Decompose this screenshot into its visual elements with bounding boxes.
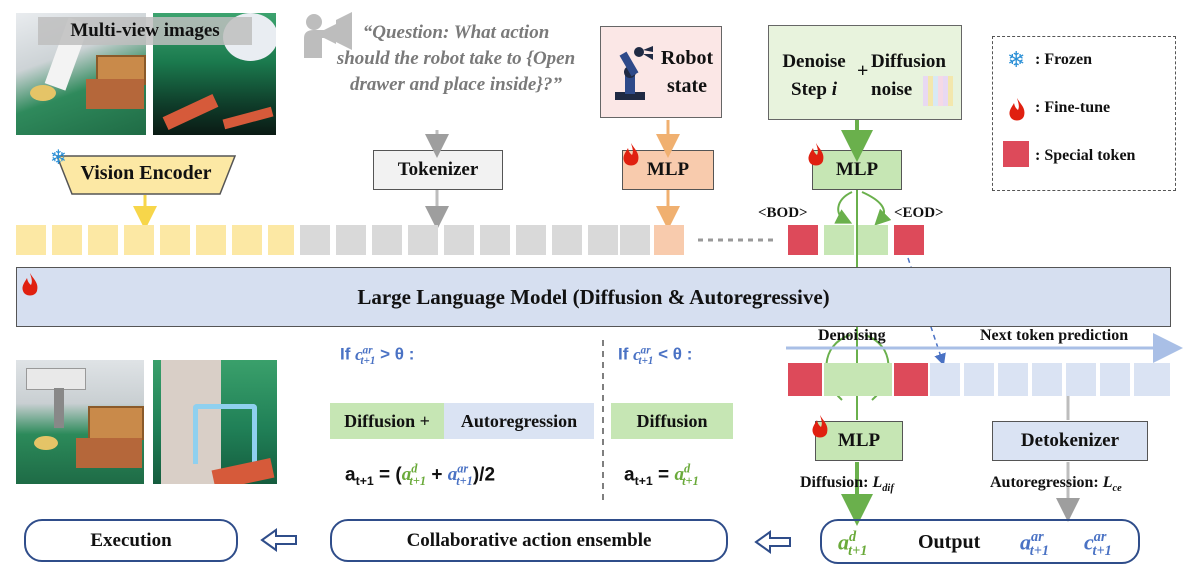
formula-diffusion: at+1 = adt+1: [624, 462, 699, 489]
legend-finetune: : Fine-tune: [1035, 99, 1111, 116]
ar-token: [1032, 363, 1062, 396]
text-token: [552, 225, 582, 255]
legend-special: : Special token: [1035, 147, 1136, 164]
legend-box: ❄ : Frozen : Fine-tune : Special token: [992, 36, 1176, 191]
output-ad: adt+1: [838, 529, 868, 559]
ar-token: [1100, 363, 1130, 396]
eod-token: [894, 225, 924, 255]
text-token: [372, 225, 402, 255]
diffusion-noise-label: Diffusion noise: [871, 51, 946, 100]
speaker-icon: [304, 12, 352, 58]
autoregression-part: Autoregression: [444, 403, 594, 439]
vision-token: [88, 225, 118, 255]
plus-sign: +: [857, 60, 869, 82]
text-token: [480, 225, 510, 255]
output-label: Output: [918, 531, 981, 553]
denoise-token: [858, 363, 892, 396]
text-token: [588, 225, 618, 255]
eod-token: [894, 363, 928, 396]
ar-token: [930, 363, 960, 396]
denoise-token: [858, 225, 888, 255]
snowflake-icon: ❄: [1007, 47, 1026, 72]
condition-gt: If cart+1 > θ :: [340, 344, 415, 368]
text-token: [336, 225, 366, 255]
ar-token: [1066, 363, 1096, 396]
autoregression-loss: Autoregression: Lce: [990, 474, 1122, 495]
text-token: [620, 225, 650, 255]
ar-token: [1134, 363, 1170, 396]
robot-state-box: Robot state: [600, 26, 722, 118]
vision-encoder-snowflake-icon: ❄: [50, 147, 67, 169]
vision-encoder-shape: [56, 155, 236, 195]
ar-token: [998, 363, 1028, 396]
output-car: cart+1: [1084, 529, 1112, 559]
llm-label: Large Language Model (Diffusion & Autore…: [357, 284, 830, 309]
vision-encoder-label: Vision Encoder: [80, 162, 212, 184]
noise-patch: [923, 76, 953, 106]
denoising-label: Denoising: [818, 327, 886, 344]
diffusion-loss: Diffusion: Ldif: [800, 474, 894, 495]
llm-bar: Large Language Model (Diffusion & Autore…: [16, 267, 1171, 327]
denoise-box: Denoise Step i + Diffusion noise: [768, 25, 962, 120]
vision-token: [268, 225, 294, 255]
text-token: [444, 225, 474, 255]
denoise-token: [824, 225, 854, 255]
bod-token: [788, 363, 822, 396]
legend-frozen: : Frozen: [1035, 51, 1093, 68]
bod-label: <BOD>: [758, 205, 808, 221]
denoise-step-label: Denoise Step i: [782, 51, 846, 100]
robot-arm-icon: [615, 46, 653, 100]
robot-state-label: Robot state: [660, 47, 714, 97]
collab-box: Collaborative action ensemble: [330, 519, 728, 562]
output-aar: aart+1: [1020, 529, 1049, 559]
diffusion-only-box: Diffusion: [611, 403, 733, 439]
mlp-denoise-flame-icon: [808, 143, 824, 166]
mlp-output-box: MLP: [815, 421, 903, 461]
execution-box: Execution: [24, 519, 238, 562]
next-token-label: Next token prediction: [980, 327, 1129, 344]
mlp-output-flame-icon: [812, 415, 828, 438]
mlp-robot-flame-icon: [623, 143, 639, 166]
bod-token: [788, 225, 818, 255]
diffusion-autoreg-box: Diffusion + Autoregression: [330, 403, 594, 439]
tokenizer-box: Tokenizer: [373, 150, 503, 190]
vision-token: [124, 225, 154, 255]
denoise-token: [824, 363, 858, 396]
text-token: [300, 225, 330, 255]
vision-token: [160, 225, 190, 255]
special-token-swatch: [1003, 141, 1029, 167]
eod-label: <EOD>: [894, 205, 944, 221]
llm-flame-icon: [22, 273, 38, 296]
vision-token: [196, 225, 226, 255]
robot-state-token: [654, 225, 684, 255]
formula-average: at+1 = (adt+1 + aart+1)/2: [345, 462, 496, 489]
output-box: adt+1 Output aart+1 cart+1: [820, 519, 1140, 564]
execution-photo-1: [16, 360, 144, 484]
multiview-label: Multi-view images: [38, 17, 252, 45]
execution-photo-2: [153, 360, 277, 484]
text-token: [408, 225, 438, 255]
text-token: [516, 225, 546, 255]
vision-token: [52, 225, 82, 255]
vision-token: [16, 225, 46, 255]
question-text: “Question: What action should the robot …: [336, 22, 576, 95]
vision-token: [232, 225, 262, 255]
ar-token: [964, 363, 994, 396]
diffusion-part: Diffusion +: [330, 403, 444, 439]
flame-icon: [1009, 98, 1025, 121]
condition-lt: If cart+1 < θ :: [618, 344, 693, 368]
detokenizer-box: Detokenizer: [992, 421, 1148, 461]
